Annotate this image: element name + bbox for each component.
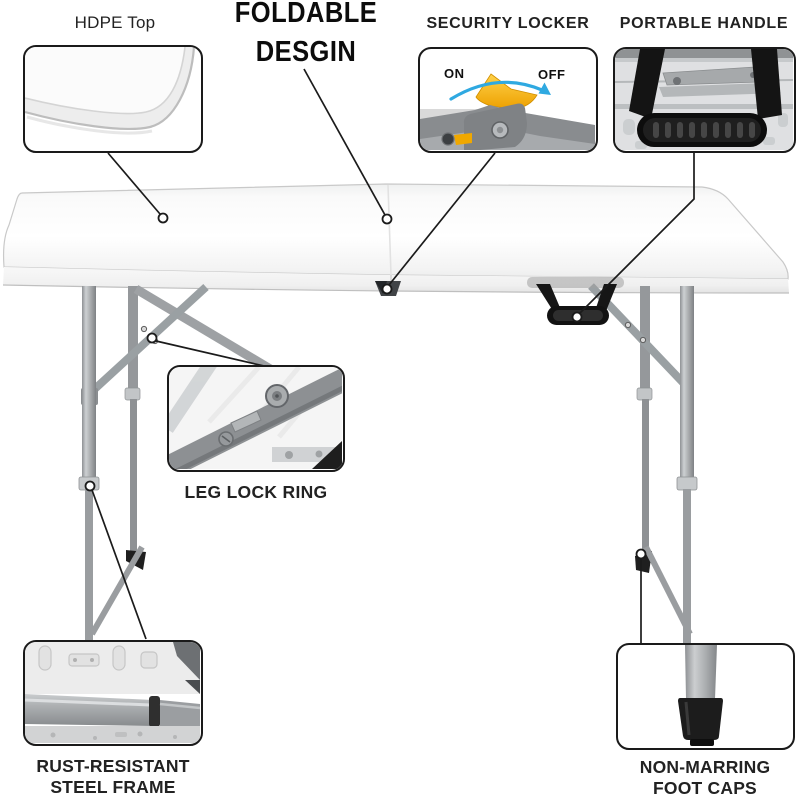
label-foot-caps: NON-MARRING FOOT CAPS bbox=[612, 757, 798, 799]
label-foot-caps-line1: NON-MARRING bbox=[639, 757, 771, 777]
hdpe-corner-image bbox=[25, 47, 196, 135]
label-hdpe-top: HDPE Top bbox=[74, 13, 156, 32]
headline-line1: FOLDABLE bbox=[234, 0, 378, 29]
inset-foot-caps bbox=[616, 643, 795, 750]
leg-lock-ring-image bbox=[169, 367, 342, 469]
inset-hdpe-top bbox=[23, 45, 203, 153]
curved-arrow-icon bbox=[449, 80, 544, 101]
label-security-locker: SECURITY LOCKER bbox=[426, 15, 590, 32]
portable-handle-image bbox=[615, 49, 793, 150]
headline-foldable-design: FOLDABLE DESGIN bbox=[227, 0, 385, 72]
callout-point-hdpe bbox=[157, 212, 169, 224]
label-leg-lock-ring: LEG LOCK RING bbox=[184, 482, 328, 502]
inset-security-locker: ON OFF bbox=[418, 47, 598, 153]
callout-point-foldable bbox=[381, 213, 393, 225]
label-foot-caps-line2: FOOT CAPS bbox=[653, 778, 757, 798]
callout-line-security bbox=[388, 152, 496, 286]
switch-on-label: ON bbox=[444, 66, 465, 81]
inset-leg-lock-ring bbox=[167, 365, 345, 472]
callout-circles bbox=[84, 212, 647, 560]
steel-frame-image bbox=[25, 642, 200, 743]
headline-line2: DESGIN bbox=[255, 36, 357, 68]
security-locker-image bbox=[420, 73, 595, 150]
strut-left-center bbox=[133, 285, 275, 374]
label-steel-frame: RUST-RESISTANT STEEL FRAME bbox=[20, 756, 206, 798]
inset-steel-frame bbox=[23, 640, 203, 746]
label-portable-handle: PORTABLE HANDLE bbox=[619, 15, 789, 32]
handle-strap-right bbox=[751, 49, 782, 119]
callout-point-security bbox=[381, 283, 393, 295]
callout-line-leglock bbox=[155, 340, 265, 367]
strut-left-leg bbox=[83, 284, 209, 400]
label-steel-frame-line2: STEEL FRAME bbox=[50, 777, 176, 797]
callout-lines bbox=[91, 68, 695, 644]
latch-lever bbox=[475, 73, 538, 110]
callout-point-handle bbox=[571, 311, 583, 323]
callout-line-handle bbox=[579, 153, 695, 314]
handle-strap-left bbox=[629, 49, 665, 119]
inset-portable-handle bbox=[613, 47, 796, 153]
callout-point-leglock bbox=[146, 332, 158, 344]
leg-rear-left bbox=[128, 286, 138, 390]
label-steel-frame-line1: RUST-RESISTANT bbox=[36, 756, 190, 776]
foot-cap-image bbox=[678, 645, 723, 746]
callout-line-foldable bbox=[303, 68, 386, 216]
leg-front-left bbox=[82, 286, 96, 479]
switch-off-label: OFF bbox=[538, 67, 566, 82]
callout-point-foot bbox=[635, 548, 647, 560]
fold-seam bbox=[387, 184, 392, 276]
callout-point-frame bbox=[84, 480, 96, 492]
callout-line-hdpe bbox=[107, 152, 161, 215]
carry-handle bbox=[527, 277, 624, 325]
leg-front-right bbox=[680, 286, 694, 479]
callout-line-frame bbox=[91, 489, 147, 640]
